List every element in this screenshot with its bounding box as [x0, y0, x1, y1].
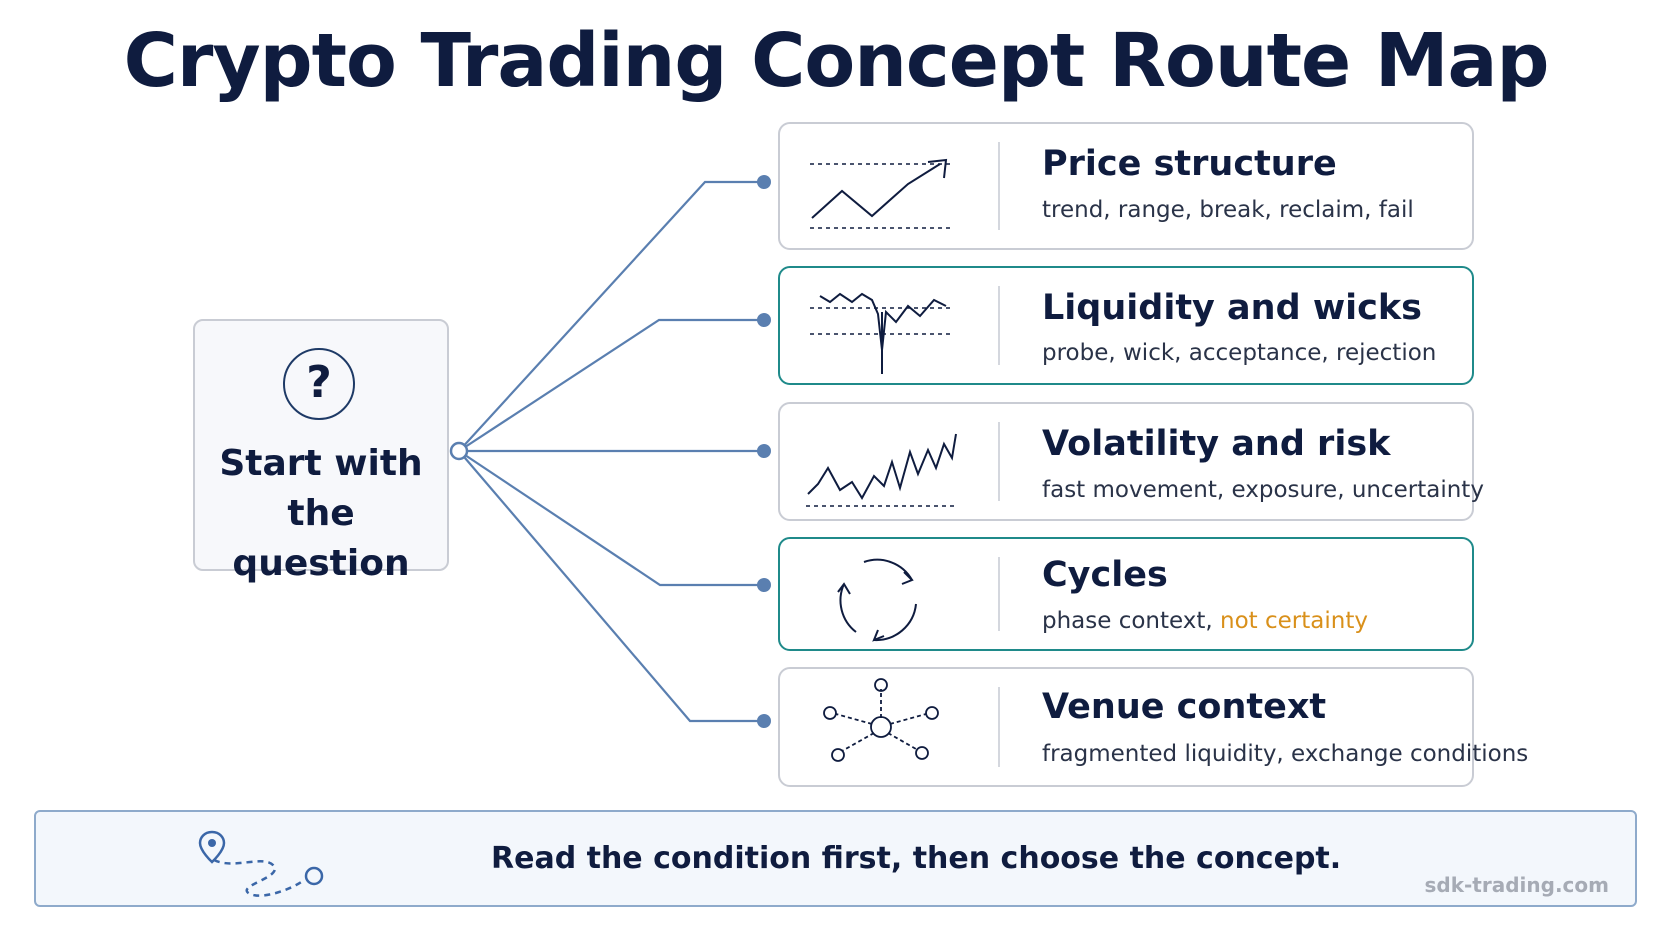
- concept-card-liquidity-wicks[interactable]: Liquidity and wicks probe, wick, accepta…: [778, 266, 1474, 385]
- card-divider: [998, 687, 1000, 767]
- concept-card-price-structure[interactable]: Price structure trend, range, break, rec…: [778, 122, 1474, 250]
- concept-subtitle-main: phase context,: [1042, 608, 1221, 634]
- concept-title: Cycles: [1042, 555, 1168, 595]
- network-nodes-icon: [823, 678, 939, 762]
- watermark: sdk-trading.com: [1424, 873, 1609, 897]
- route-path-icon: [198, 830, 324, 897]
- footer-bar: Read the condition first, then choose th…: [34, 810, 1637, 907]
- concept-title: Venue context: [1042, 687, 1327, 727]
- concept-card-cycles[interactable]: Cycles phase context, not certainty: [778, 537, 1474, 651]
- volatility-chart-icon: [806, 433, 958, 507]
- connector-dot: [757, 578, 771, 592]
- start-label-line-1: Start with: [219, 443, 423, 484]
- connector-dot: [757, 444, 771, 458]
- concept-title: Price structure: [1042, 144, 1337, 184]
- connector-dot: [757, 714, 771, 728]
- concept-subtitle: trend, range, break, reclaim, fail: [1042, 197, 1414, 223]
- concept-subtitle: phase context, not certainty: [1042, 608, 1368, 634]
- start-box: ? Start with the question: [193, 319, 449, 584]
- connector-price-structure: [458, 180, 764, 452]
- connector-dot: [757, 313, 771, 327]
- card-divider: [998, 142, 1000, 230]
- concept-card-volatility-risk[interactable]: Volatility and risk fast movement, expos…: [778, 402, 1484, 521]
- question-mark-icon: ?: [283, 348, 355, 420]
- card-divider: [998, 422, 1000, 501]
- page-title: Crypto Trading Concept Route Map: [123, 18, 1550, 104]
- connector-liquidity: [458, 318, 764, 452]
- start-label: Start with the question: [195, 439, 447, 589]
- price-structure-chart-icon: [810, 158, 950, 229]
- card-divider: [998, 286, 1000, 365]
- footer-text: Read the condition first, then choose th…: [491, 841, 1342, 876]
- concept-title: Volatility and risk: [1042, 424, 1391, 464]
- concept-subtitle: fast movement, exposure, uncertainty: [1042, 477, 1484, 503]
- liquidity-wick-chart-icon: [810, 292, 950, 374]
- concept-subtitle: probe, wick, acceptance, rejection: [1042, 340, 1437, 366]
- card-divider: [998, 557, 1000, 631]
- connector-cycles: [458, 450, 764, 587]
- concept-subtitle: fragmented liquidity, exchange condition…: [1042, 741, 1529, 767]
- start-anchor-dot: [449, 441, 469, 461]
- concept-card-venue-context[interactable]: Venue context fragmented liquidity, exch…: [778, 667, 1528, 787]
- concept-subtitle-accent: not certainty: [1220, 608, 1368, 634]
- connector-venue: [458, 450, 764, 723]
- concept-title: Liquidity and wicks: [1042, 288, 1423, 328]
- start-label-line-2: the question: [232, 493, 410, 584]
- cycle-arrows-icon: [837, 558, 917, 642]
- connector-dot: [757, 175, 771, 189]
